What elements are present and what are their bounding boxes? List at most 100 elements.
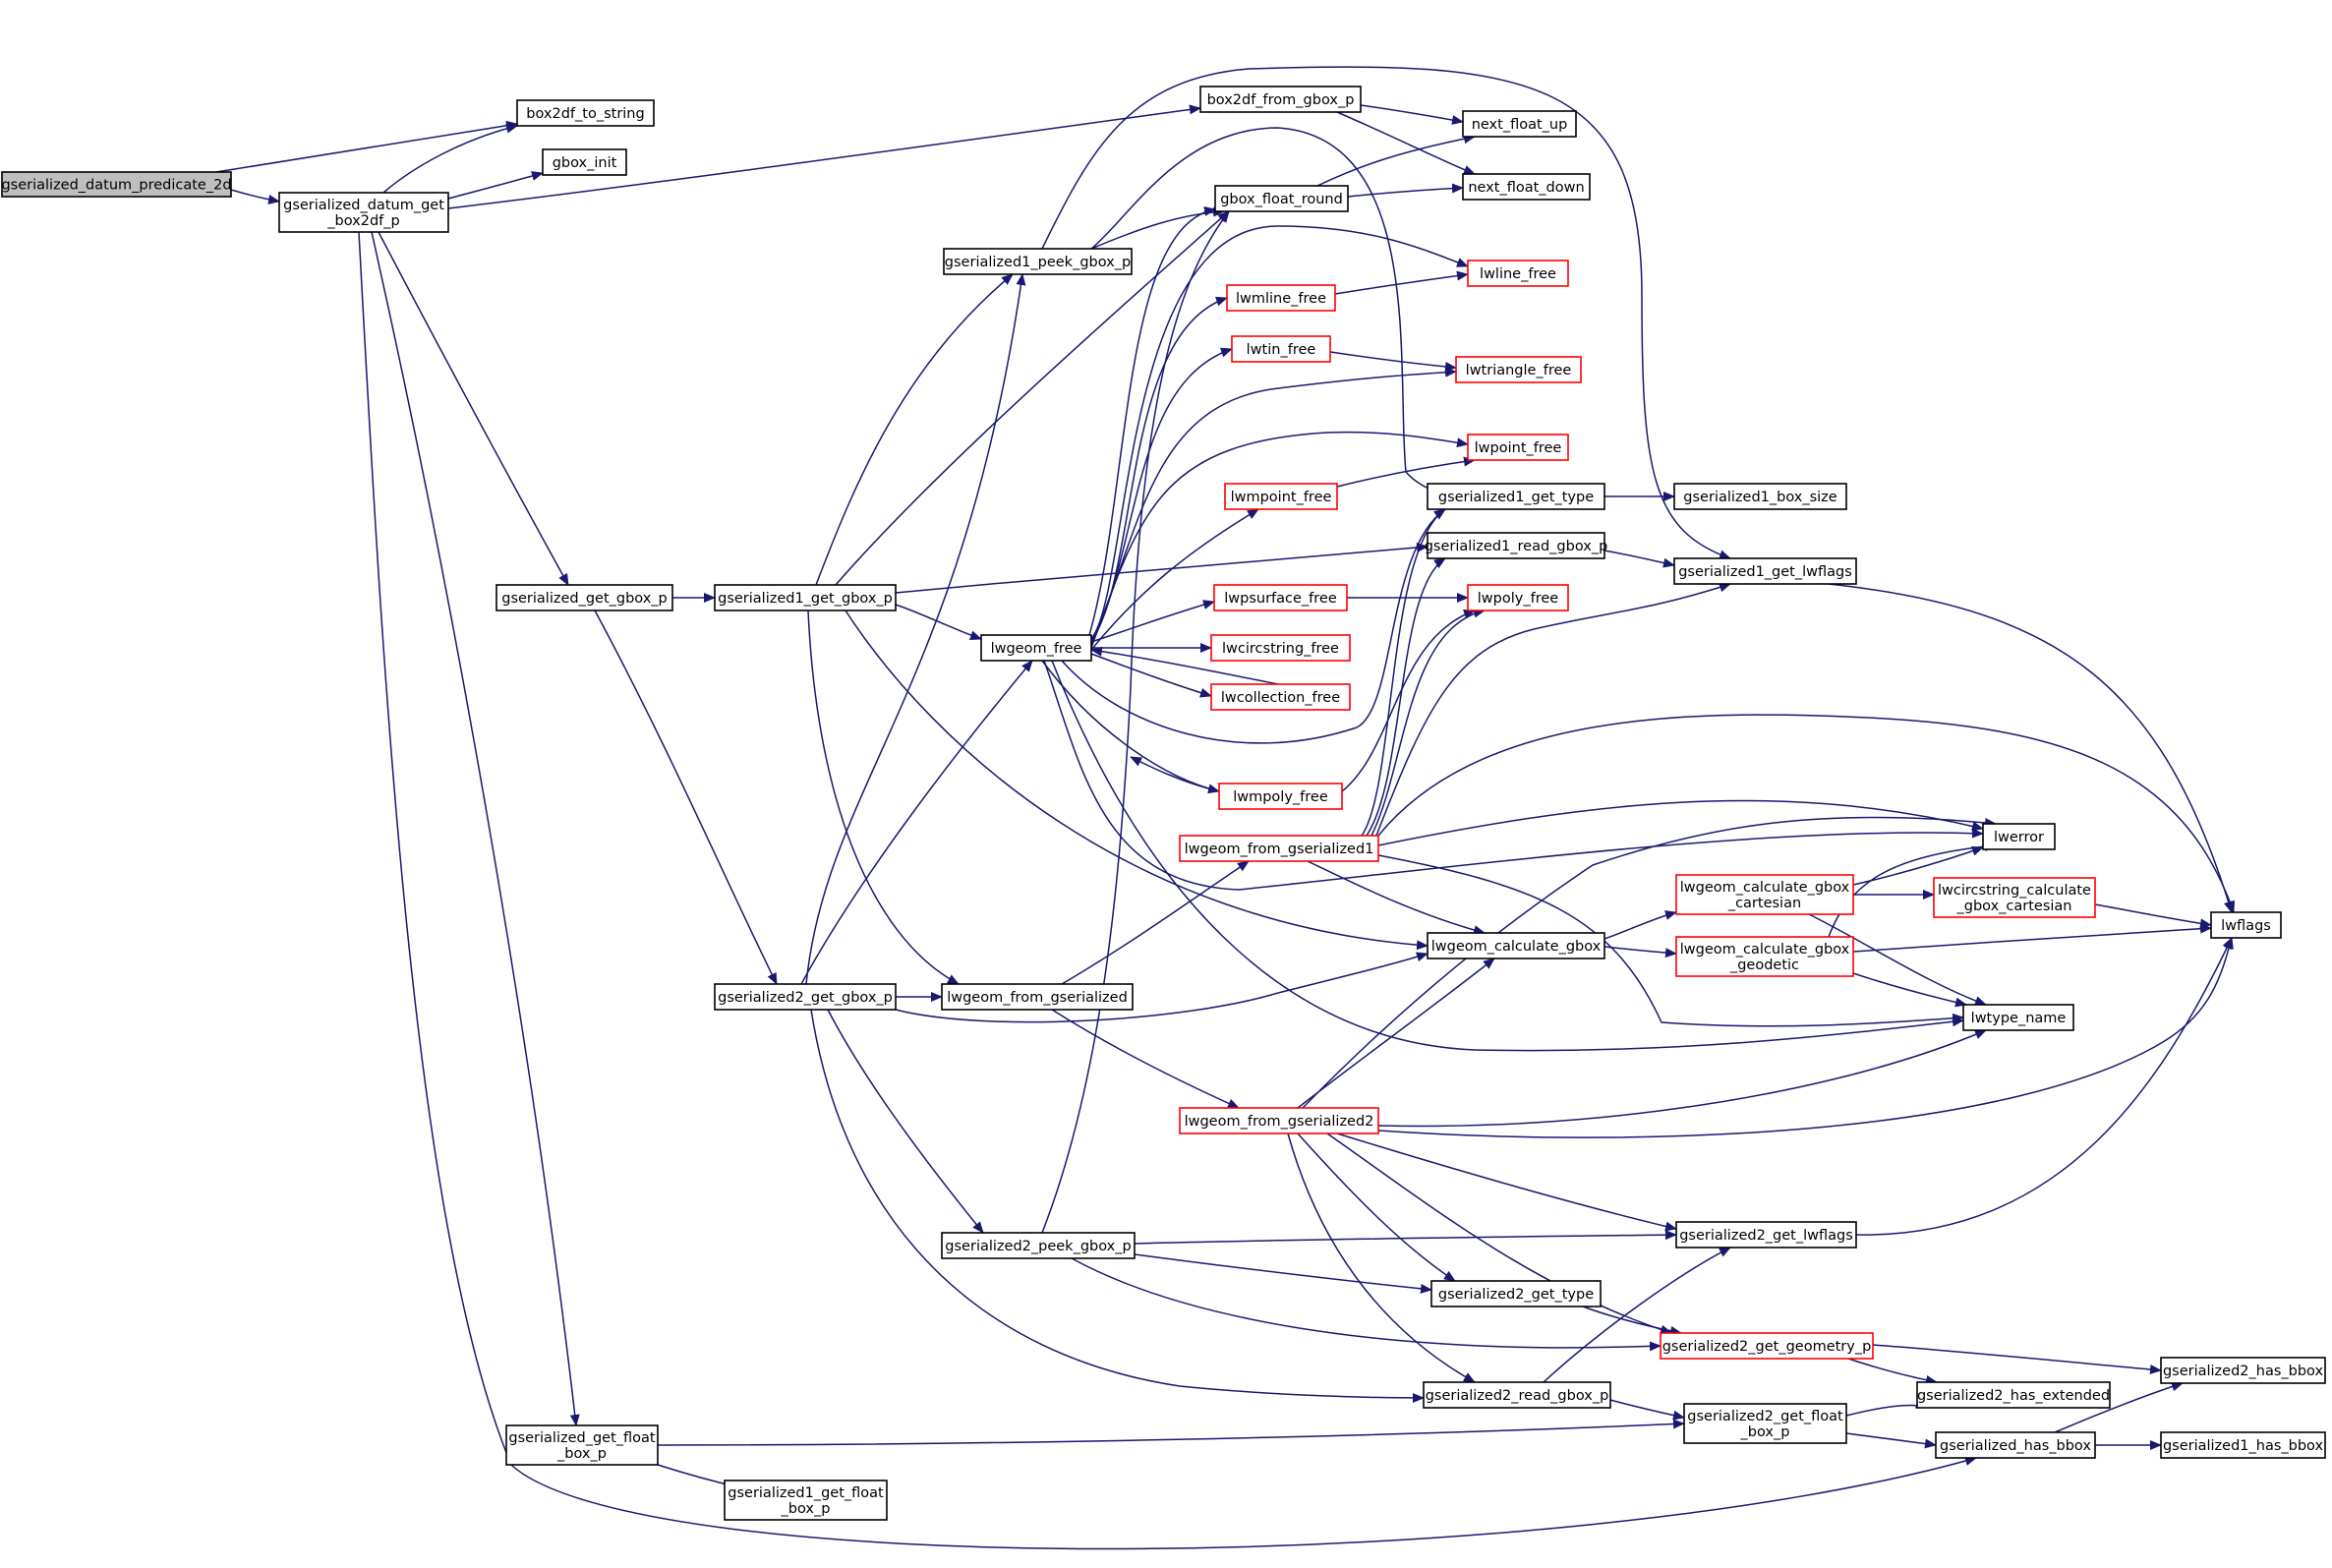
edge-root-to-gdgb (230, 189, 280, 204)
node-label: lwmpoint_free (1231, 490, 1332, 505)
node-label: lwmline_free (1236, 291, 1326, 307)
node-box (1455, 356, 1582, 383)
node-box2df-to-string[interactable]: box2df_to_string (516, 99, 655, 127)
edge-lwgeom_free-to-lwcollection_free (1090, 653, 1212, 698)
edge-lwg_from_g2-to-lwflags (1377, 937, 2234, 1138)
edge-g2_peek-to-g2_lwflags (1134, 1230, 1677, 1245)
edge-g2_get_float-to-g_has_bbox (1845, 1432, 1937, 1449)
edge-lwg_from_g1-to-lwpoly_free (1370, 608, 1486, 837)
node-label: lwgeom_calculate_gbox (1680, 880, 1850, 896)
edge-g2_read_gbox-to-g2_get_float (1609, 1399, 1685, 1421)
edge-lwmpoint_free-to-lwpoint_free (1336, 456, 1476, 488)
node-lwg-calc-gbox[interactable]: lwgeom_calculate_gbox (1427, 932, 1605, 959)
edge-lwg_calc_cart-to-lwtype_name (1808, 913, 1987, 1006)
node-g2-get-geom[interactable]: gserialized2_get_geometry_p (1660, 1332, 1874, 1360)
node-g-get-float[interactable]: gserialized_get_float_box_p (505, 1424, 659, 1466)
node-lwtriangle-free[interactable]: lwtriangle_free (1455, 356, 1582, 383)
node-g1-read-gbox[interactable]: gserialized1_read_gbox_p (1425, 532, 1608, 559)
node-g1-get-gbox[interactable]: gserialized1_get_gbox_p (714, 584, 897, 611)
node-gdgb[interactable]: gserialized_datum_get_box2df_p (278, 192, 449, 233)
node-box (941, 1232, 1136, 1259)
node-lwcirc-calc[interactable]: lwcircstring_calculate_gbox_cartesian (1933, 877, 2096, 918)
node-lwcircstring-free[interactable]: lwcircstring_free (1210, 634, 1351, 662)
node-gbox-init[interactable]: gbox_init (542, 148, 627, 176)
node-lwpsurface-free[interactable]: lwpsurface_free (1213, 584, 1348, 611)
node-next-float-down[interactable]: next_float_down (1462, 173, 1591, 201)
edge-gdgb-to-box2df_to_string (382, 123, 518, 194)
node-g2-read-gbox[interactable]: gserialized2_read_gbox_p (1423, 1381, 1611, 1409)
edge-lwgeom_free-to-lwtype_name (1051, 660, 1964, 1052)
edge-lwgeom_free-to-gbox_float_round (1088, 206, 1216, 636)
node-label: lwcircstring_free (1222, 641, 1339, 657)
node-lwerror[interactable]: lwerror (1982, 823, 2056, 850)
node-label: lwmpoly_free (1233, 789, 1328, 805)
node-next-float-up[interactable]: next_float_up (1462, 110, 1577, 138)
node-lwmline-free[interactable]: lwmline_free (1226, 284, 1336, 312)
node-g-get-gbox[interactable]: gserialized_get_gbox_p (496, 584, 673, 611)
node-g1-lwflags[interactable]: gserialized1_get_lwflags (1673, 557, 1857, 585)
edge-g2_get_gbox-to-g2_read_gbox (810, 1009, 1425, 1403)
node-label: gserialized2_peek_gbox_p (945, 1239, 1131, 1254)
node-g2-get-gbox[interactable]: gserialized2_get_gbox_p (714, 983, 897, 1011)
node-label: lwgeom_free (991, 641, 1082, 657)
node-lwg-calc-cart[interactable]: lwgeom_calculate_gbox_cartesian (1675, 874, 1854, 915)
edge-g2_get_gbox-to-g1_peek (805, 273, 1026, 985)
node-lwflags[interactable]: lwflags (2210, 911, 2282, 939)
node-g1-has-bbox[interactable]: gserialized1_has_bbox (2160, 1431, 2326, 1459)
node-box (980, 634, 1092, 662)
node-label: gserialized2_has_extended (1917, 1388, 2110, 1404)
node-box (505, 1424, 659, 1466)
node-lwpoly-free[interactable]: lwpoly_free (1467, 584, 1569, 611)
node-label: lwgeom_calculate_gbox (1431, 939, 1602, 955)
node-g1-peek[interactable]: gserialized1_peek_gbox_p (943, 248, 1133, 275)
node-lwg-calc-geo[interactable]: lwgeom_calculate_gbox_geodetic (1675, 936, 1854, 977)
node-label: lwgeom_from_gserialized (947, 990, 1128, 1006)
edge-lwg_from_g1-to-g1_get_type (1361, 508, 1446, 837)
node-root[interactable]: gserialized_datum_predicate_2d (1, 171, 232, 198)
edge-lwg_from_g2-to-g2_get_type (1297, 1132, 1456, 1282)
edge-g2_get_gbox-to-g2_peek (827, 1009, 984, 1234)
node-lwtype-name[interactable]: lwtype_name (1962, 1004, 2074, 1031)
node-label: gserialized1_has_bbox (2163, 1438, 2324, 1454)
edge-lwg_from_g-to-lwg_from_g2 (1051, 1009, 1240, 1109)
edge-g1_get_gbox-to-g1_read_gbox (895, 543, 1428, 594)
edge-lwg_from_g2-to-lwerror (1302, 816, 1997, 1109)
node-g1-box-size[interactable]: gserialized1_box_size (1673, 483, 1847, 510)
node-lwmpoint-free[interactable]: lwmpoint_free (1224, 483, 1338, 510)
node-label: gserialized_datum_get (283, 198, 444, 213)
node-g1-get-float[interactable]: gserialized1_get_float_box_p (724, 1480, 888, 1521)
node-g2-has-bbox[interactable]: gserialized2_has_bbox (2160, 1357, 2326, 1384)
edge-g_get_float-to-g2_get_float (657, 1419, 1685, 1446)
node-g2-has-ext[interactable]: gserialized2_has_extended (1916, 1381, 2111, 1409)
edge-gdgb-to-gbox_init (447, 171, 544, 200)
node-label: gserialized1_get_lwflags (1678, 564, 1852, 580)
edge-g2_lwflags-to-lwflags (1855, 937, 2233, 1236)
node-lwtin-free[interactable]: lwtin_free (1231, 335, 1331, 363)
node-label: gserialized_datum_predicate_2d (1, 178, 231, 194)
node-g2-lwflags[interactable]: gserialized2_get_lwflags (1675, 1221, 1857, 1249)
node-lwg-from-g1[interactable]: lwgeom_from_gserialized1 (1179, 835, 1379, 862)
node-label: box2df_to_string (526, 106, 644, 122)
node-g2-get-float[interactable]: gserialized2_get_float_box_p (1683, 1403, 1847, 1444)
node-lwg-from-g[interactable]: lwgeom_from_gserialized (941, 983, 1134, 1011)
edge-lwg_from_g1-to-g1_read_gbox (1366, 557, 1446, 837)
node-b2df-from-gbox[interactable]: box2df_from_gbox_p (1199, 86, 1362, 113)
node-lwpoint-free[interactable]: lwpoint_free (1467, 434, 1569, 461)
node-g2-get-type[interactable]: gserialized2_get_type (1430, 1280, 1602, 1307)
node-lwgeom-free[interactable]: lwgeom_free (980, 634, 1092, 662)
node-label: gserialized2_get_lwflags (1679, 1228, 1853, 1244)
node-g1-get-type[interactable]: gserialized1_get_type (1427, 483, 1605, 510)
edge-g1_read_gbox-to-g1_lwflags (1603, 550, 1675, 568)
edge-lwg_calc_geo-to-lwflags (1852, 923, 2212, 953)
edge-lwg_from_g1-to-lwg_calc_gbox (1307, 860, 1486, 935)
node-label: gserialized_has_bbox (1940, 1438, 2091, 1454)
node-lwmpoly-free[interactable]: lwmpoly_free (1218, 783, 1343, 810)
node-g2-peek[interactable]: gserialized2_peek_gbox_p (941, 1232, 1136, 1259)
node-lwline-free[interactable]: lwline_free (1467, 260, 1569, 287)
node-lwcollection-free[interactable]: lwcollection_free (1210, 683, 1351, 711)
node-gbox-float-round[interactable]: gbox_float_round (1214, 185, 1349, 212)
node-label: gserialized1_get_type (1438, 490, 1594, 505)
node-g-has-bbox[interactable]: gserialized_has_bbox (1935, 1431, 2096, 1459)
edge-g1_get_gbox-to-lwg_calc_gbox (845, 610, 1428, 951)
node-lwg-from-g2[interactable]: lwgeom_from_gserialized2 (1179, 1107, 1379, 1134)
